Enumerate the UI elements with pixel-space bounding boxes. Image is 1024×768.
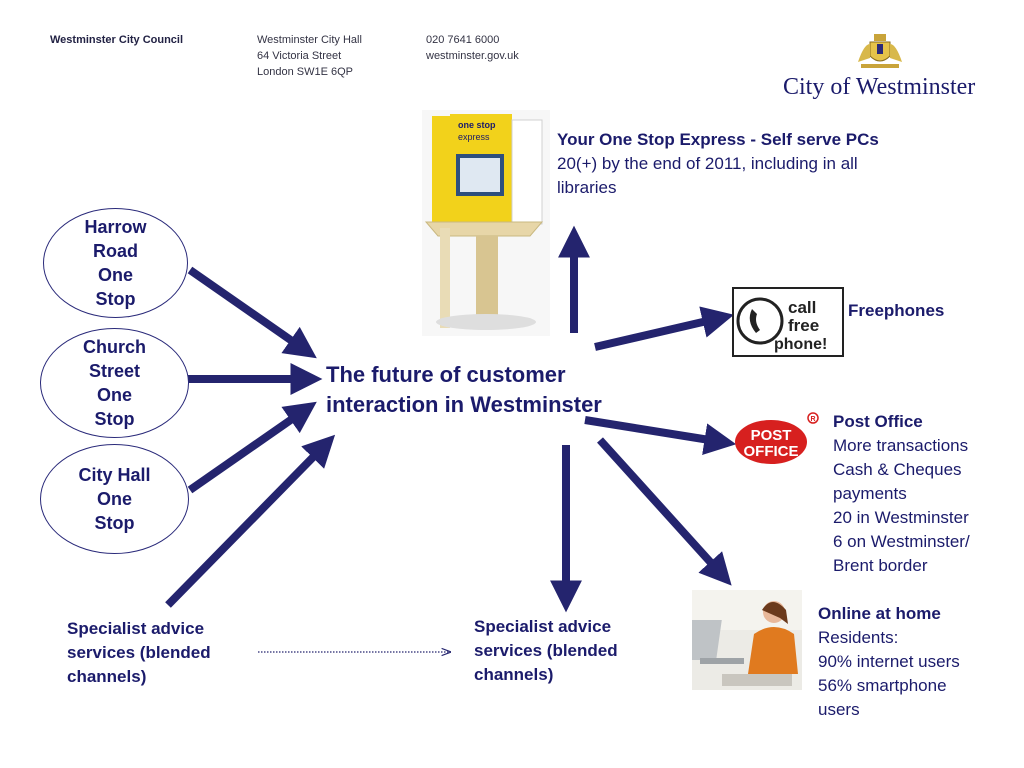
post-office-line: More transactions bbox=[833, 436, 969, 455]
oval-line: Stop bbox=[94, 513, 135, 533]
oval-line: Stop bbox=[94, 409, 135, 429]
kiosk-title: Your One Stop Express - Self serve PCs bbox=[557, 130, 879, 149]
center-title-line: The future of customer bbox=[326, 362, 566, 387]
post-office-line: Cash & Cheques bbox=[833, 460, 962, 479]
online-line: 56% smartphone bbox=[818, 676, 947, 695]
specialist-right: Specialist advice services (blended chan… bbox=[474, 615, 618, 687]
oval-line: Church bbox=[83, 337, 146, 357]
arrow-postoffice bbox=[584, 416, 737, 456]
kiosk-sign-line: express bbox=[458, 132, 490, 142]
oval-line: Road bbox=[92, 241, 138, 261]
online-line: 90% internet users bbox=[818, 652, 960, 671]
logo-line: POST bbox=[751, 427, 792, 444]
center-title-line: interaction in Westminster bbox=[326, 392, 602, 417]
oval-line: City Hall bbox=[78, 465, 151, 485]
center-title: The future of customer interaction in We… bbox=[326, 360, 602, 420]
logo-line: OFFICE bbox=[744, 443, 799, 460]
arrow-online bbox=[597, 437, 732, 586]
contact-block: 020 7641 6000 westminster.gov.uk bbox=[426, 32, 519, 64]
woman-laptop-image bbox=[686, 590, 802, 690]
sign-line: phone! bbox=[774, 336, 827, 353]
oval-line: Harrow bbox=[84, 217, 147, 237]
online-label: Online at home Residents: 90% internet u… bbox=[818, 602, 960, 722]
freephone-label: Freephones bbox=[848, 299, 944, 323]
svg-text:R: R bbox=[810, 416, 815, 423]
specialist-line: channels) bbox=[474, 665, 554, 684]
crest-icon bbox=[855, 32, 905, 72]
post-office-label: Post Office More transactions Cash & Che… bbox=[833, 410, 970, 578]
freephone-title: Freephones bbox=[848, 301, 945, 320]
online-title: Online at home bbox=[818, 604, 941, 623]
phone-icon bbox=[749, 309, 760, 333]
oval-line: Street bbox=[88, 361, 141, 381]
call-free-phone-sign: call free phone! bbox=[732, 287, 844, 357]
post-office-line: payments bbox=[833, 484, 907, 503]
phone-number: 020 7641 6000 bbox=[426, 34, 500, 46]
specialist-line: Specialist advice bbox=[67, 619, 205, 638]
website-link[interactable]: westminster.gov.uk bbox=[426, 50, 519, 62]
post-office-line: Brent border bbox=[833, 556, 928, 575]
kiosk-label: Your One Stop Express - Self serve PCs 2… bbox=[557, 128, 957, 200]
arrow-harrow bbox=[187, 266, 317, 359]
oval-church-street: Church Street One Stop bbox=[40, 328, 189, 438]
oval-line: One bbox=[96, 385, 132, 405]
kiosk-line: 20(+) by the end of 2011, including in a… bbox=[557, 154, 858, 173]
address-line: London SW1E 6QP bbox=[257, 66, 354, 78]
address-line: Westminster City Hall bbox=[257, 34, 362, 46]
specialist-line: channels) bbox=[67, 667, 147, 686]
post-office-line: 20 in Westminster bbox=[833, 508, 969, 527]
specialist-line: Specialist advice bbox=[474, 617, 612, 636]
kiosk-image: one stop express bbox=[422, 110, 550, 336]
sign-line: free bbox=[788, 316, 819, 335]
kiosk-sign-line: one stop bbox=[458, 120, 496, 130]
arrow-cityhall bbox=[187, 401, 317, 494]
sign-line: call bbox=[788, 298, 816, 317]
arrow-freephone bbox=[594, 306, 735, 351]
post-office-title: Post Office bbox=[833, 412, 923, 431]
address-line: 64 Victoria Street bbox=[257, 50, 342, 62]
specialist-line: services (blended bbox=[67, 643, 211, 662]
post-office-line: 6 on Westminster/ bbox=[833, 532, 970, 551]
oval-harrow-road: Harrow Road One Stop bbox=[43, 208, 188, 318]
oval-line: One bbox=[97, 265, 133, 285]
address-block: Westminster City Hall 64 Victoria Street… bbox=[257, 32, 362, 80]
kiosk-line: libraries bbox=[557, 178, 617, 197]
online-line: Residents: bbox=[818, 628, 899, 647]
oval-line: Stop bbox=[95, 289, 136, 309]
post-office-logo: POST OFFICE R bbox=[733, 410, 821, 466]
logo-text: City of Westminster bbox=[783, 74, 976, 100]
specialist-line: services (blended bbox=[474, 641, 618, 660]
oval-city-hall: City Hall One Stop bbox=[40, 444, 189, 554]
arrow-specialist-in bbox=[165, 434, 336, 608]
online-line: users bbox=[818, 700, 860, 719]
specialist-left: Specialist advice services (blended chan… bbox=[67, 617, 211, 689]
org-name: Westminster City Council bbox=[50, 34, 184, 46]
oval-line: One bbox=[96, 489, 132, 509]
